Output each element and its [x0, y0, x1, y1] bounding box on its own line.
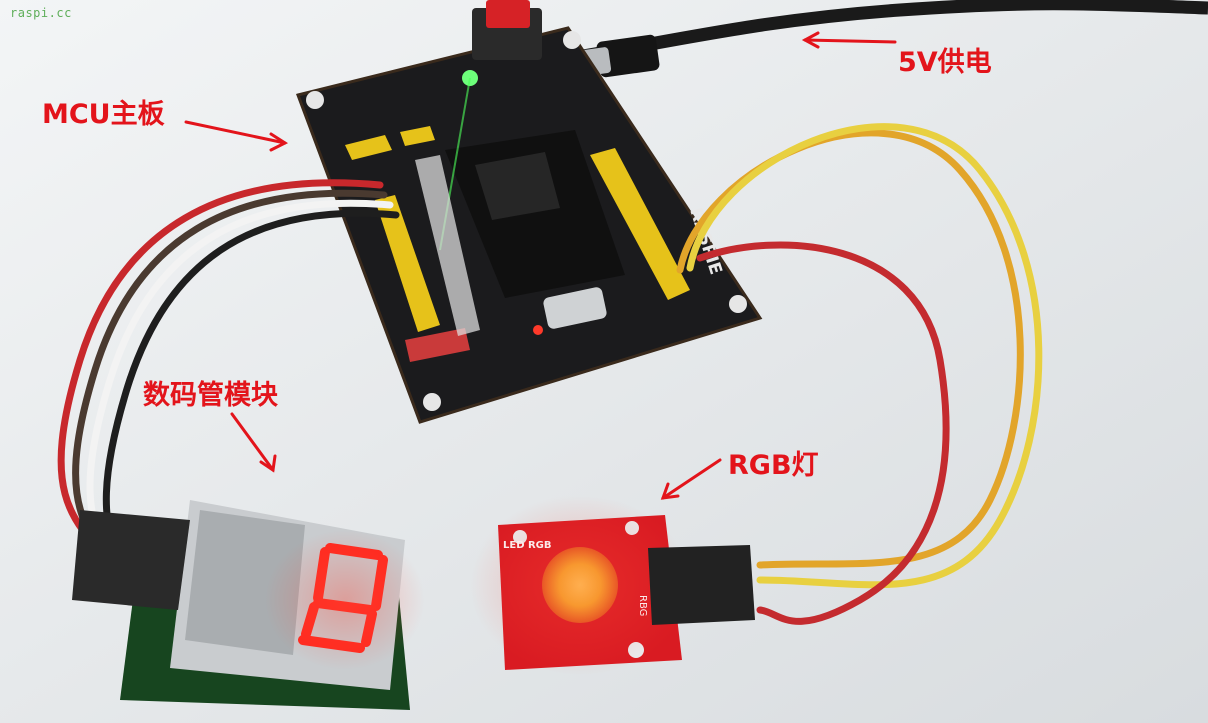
wires-to-rgb-module [676, 123, 1043, 625]
rgb-led-annotation: RGB灯 [728, 450, 819, 481]
annotation-arrows [184, 31, 897, 500]
seven-segment-annotation: 数码管模块 [143, 380, 278, 411]
arrow-seg [230, 412, 275, 472]
rgb-pin-silkscreen: RBG [637, 595, 648, 616]
mcu-board-annotation: MCU主板 [42, 99, 165, 130]
watermark: raspi.cc [10, 6, 72, 20]
seven-segment-module [72, 500, 425, 710]
arrow-mcu [184, 120, 287, 145]
wires-to-segment-module [57, 179, 400, 594]
power-annotation: 5V供电 [898, 47, 992, 78]
rgb-led-module: LED RGB RBG [470, 495, 755, 675]
usb-plug [596, 34, 660, 78]
arrow-power [803, 38, 897, 44]
arrow-rgb [661, 458, 722, 500]
usb-power-cable [558, 0, 1208, 67]
rgb-module-silkscreen: LED RGB [503, 540, 552, 551]
